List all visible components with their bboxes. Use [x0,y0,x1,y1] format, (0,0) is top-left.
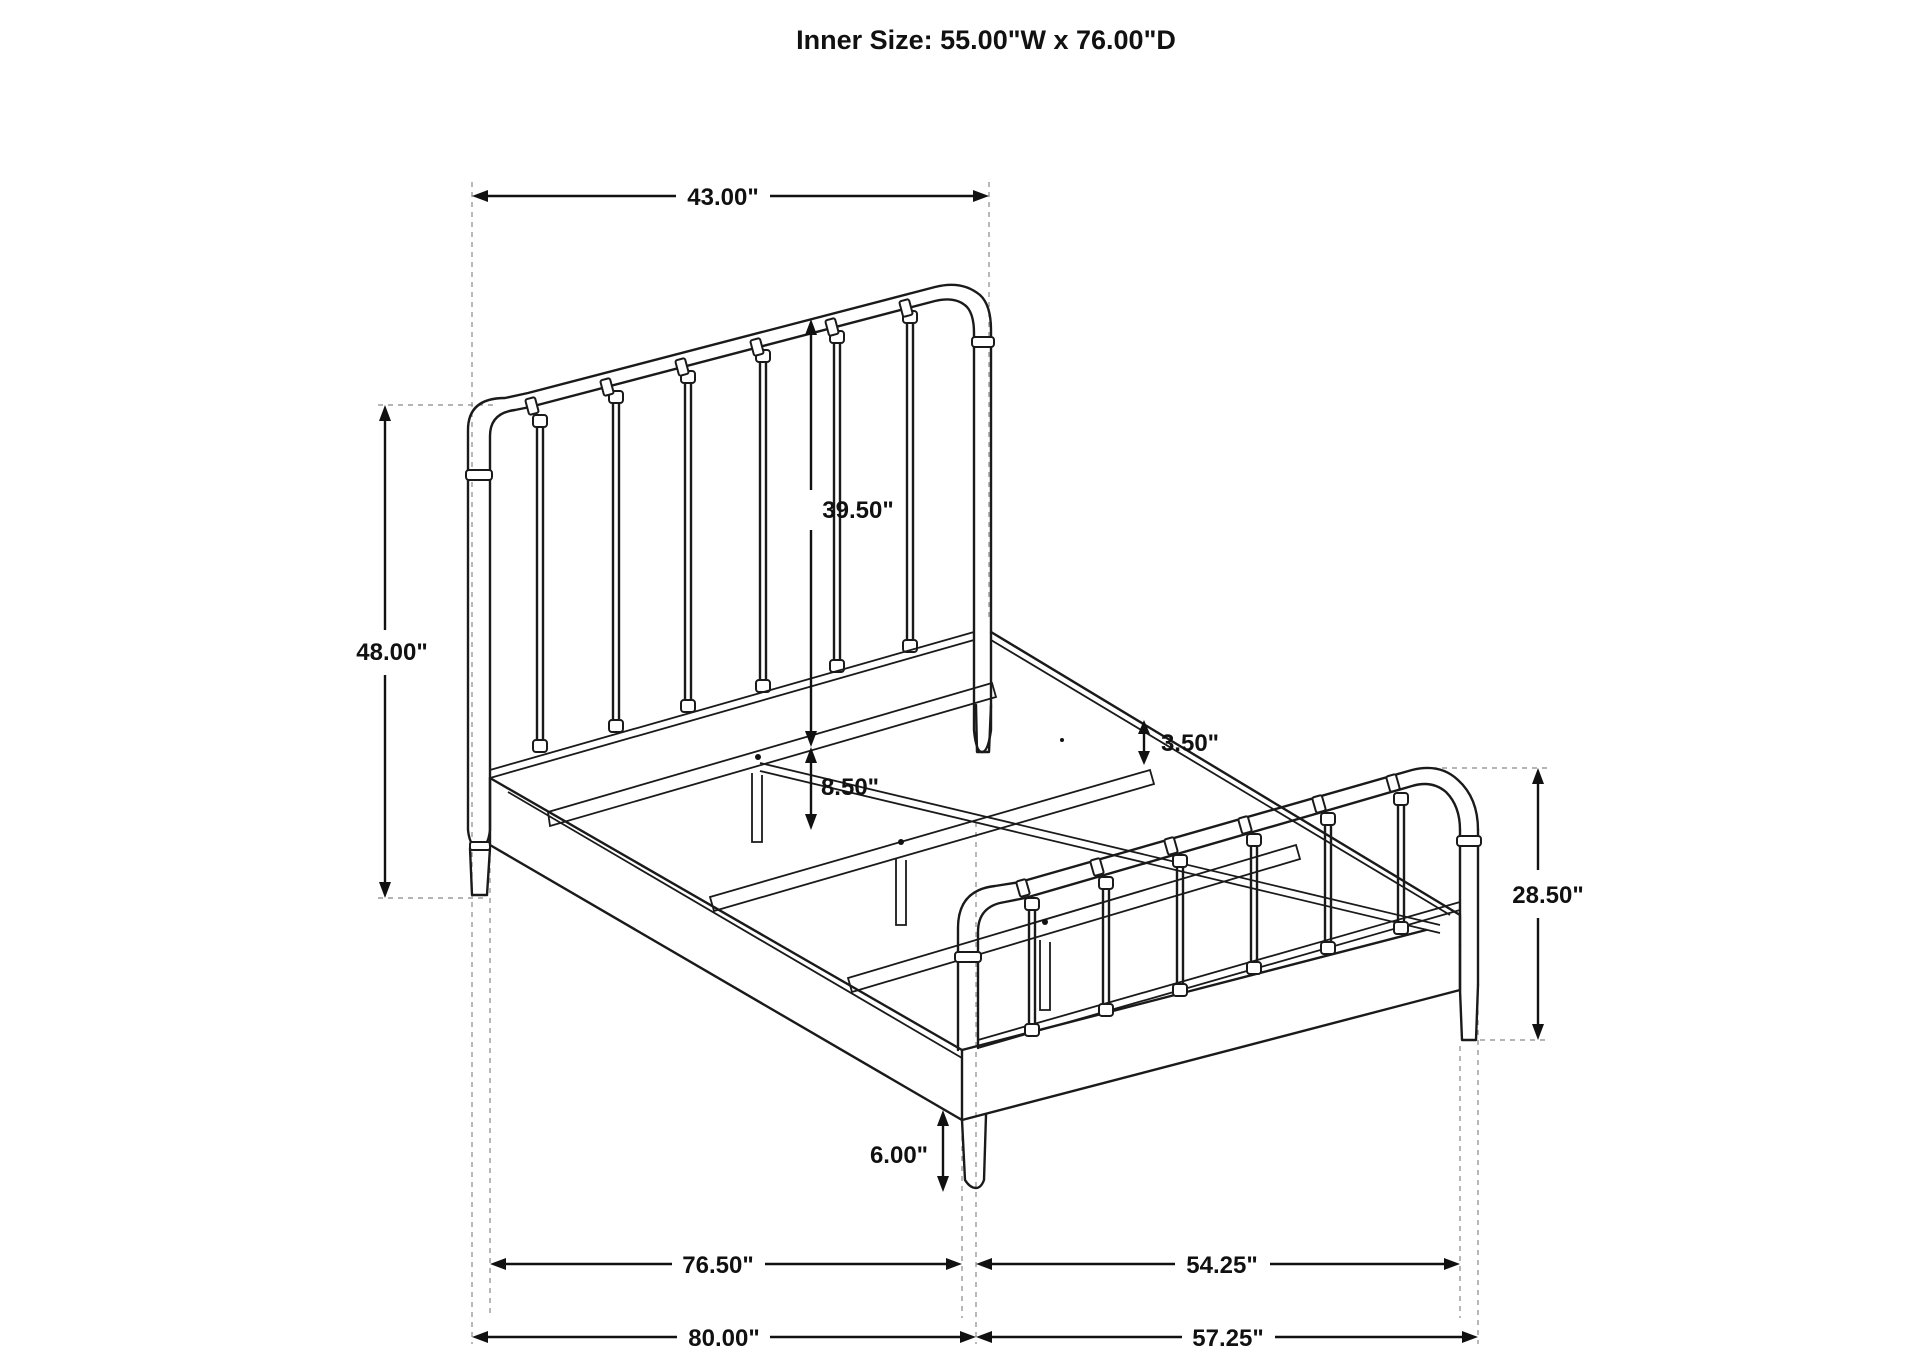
footboard-collars [1015,773,1401,898]
dim-leg-height: 6.00" [870,1110,949,1192]
dim-label-overall-length: 80.00" [688,1325,759,1352]
dim-label-panel-height: 39.50" [822,497,893,524]
extension-lines [378,182,1548,1344]
dim-label-headboard-width: 43.00" [687,184,758,211]
dim-headboard-height: 48.00" [356,405,428,898]
headboard [465,283,995,897]
dim-rail-height: 3.50" [1138,720,1219,765]
diagram-title: Inner Size: 55.00"W x 76.00"D [796,25,1176,55]
dim-panel-height: 39.50" [805,319,894,747]
headboard-spindles [532,310,918,753]
dim-overall-length: 80.00" [472,1325,976,1352]
dim-label-leg-height: 6.00" [870,1142,928,1169]
dim-overall-width: 57.25" [976,1325,1478,1352]
dim-footboard-height: 28.50" [1512,768,1584,1040]
dim-inner-length: 76.50" [490,1252,962,1279]
dim-rail-clearance: 8.50" [805,747,879,830]
footboard [954,766,1482,1052]
dim-label-rail-height: 3.50" [1161,730,1219,757]
dim-label-footboard-height: 28.50" [1512,882,1583,909]
footboard-spindles [1024,792,1409,1037]
headboard-collars [524,298,914,416]
dim-label-inner-length: 76.50" [682,1252,753,1279]
dim-label-overall-width: 57.25" [1192,1325,1263,1352]
dim-label-headboard-height: 48.00" [356,639,427,666]
dim-label-rail-clearance: 8.50" [821,774,879,801]
slats [546,681,1441,1011]
dim-label-inner-width: 54.25" [1186,1252,1257,1279]
dim-inner-width: 54.25" [976,1252,1460,1279]
dim-headboard-width: 43.00" [472,184,989,211]
